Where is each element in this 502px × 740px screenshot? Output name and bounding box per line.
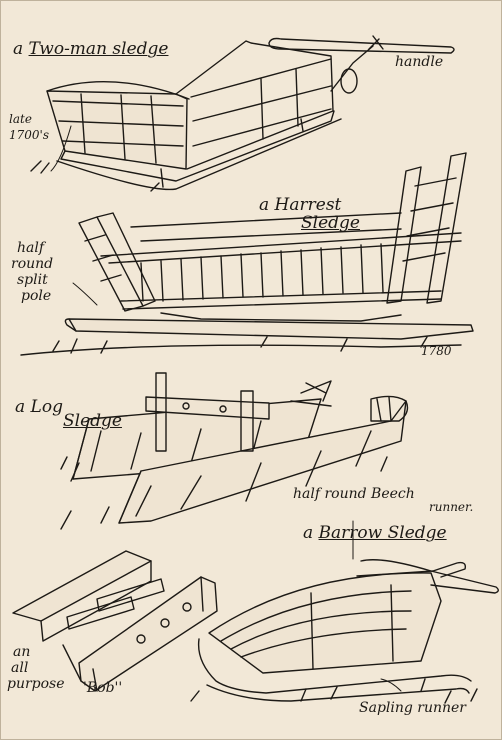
label-barrow-sledge: a Barrow Sledge — [303, 523, 447, 543]
label-all: all — [11, 660, 29, 676]
harvest-sledge-drawing — [20, 152, 474, 356]
label-late: late — [9, 112, 32, 126]
label-sapling-runner: Sapling runner — [359, 700, 467, 716]
label-log-sledge-line1: a Log — [15, 397, 63, 417]
barrow-sledge-drawing — [190, 559, 499, 704]
label-1780: 1780 — [421, 344, 452, 358]
leader-lines — [50, 125, 402, 692]
label-two-man-sledge: a Two-man sledge — [13, 39, 169, 59]
two-man-sledge-drawing — [30, 35, 455, 192]
label-purpose: purpose — [7, 676, 65, 692]
label-log-sledge-line2: Sledge — [63, 411, 122, 431]
label-split: split — [17, 272, 48, 288]
label-an: an — [13, 644, 31, 660]
label-bob: 'Bob'' — [83, 680, 123, 696]
label-round: round — [11, 256, 54, 272]
label-half: half — [17, 240, 45, 256]
label-runner: runner. — [429, 500, 474, 514]
bob-sledge-drawing — [12, 550, 218, 692]
label-pole: pole — [21, 288, 52, 304]
label-harvest-sledge-line2: Sledge — [301, 213, 360, 233]
label-1700s: 1700's — [9, 128, 49, 142]
label-harvest-sledge-line1: a Harrest — [259, 195, 342, 215]
label-half-round-beech: half round Beech — [293, 486, 415, 502]
log-sledge-drawing — [60, 372, 409, 530]
label-handle: handle — [395, 54, 444, 70]
